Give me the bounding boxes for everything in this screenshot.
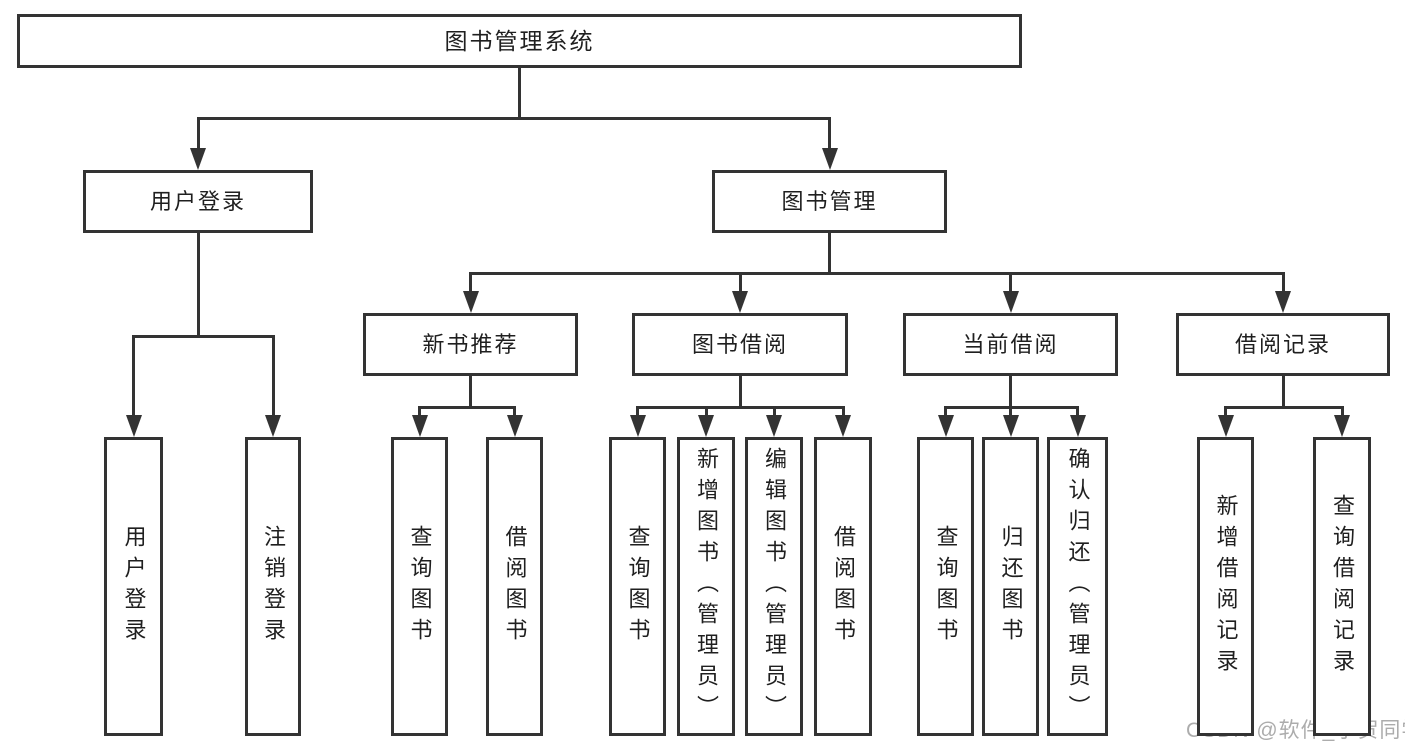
node-label: 查询图书 — [933, 524, 959, 649]
connector-line — [1224, 405, 1344, 409]
node-leaf-borrow-book-2: 借阅图书 — [814, 437, 872, 736]
arrowhead-down-icon — [821, 148, 838, 170]
node-label: 借阅记录 — [1234, 331, 1331, 357]
arrowhead-down-icon — [766, 415, 782, 437]
node-new-book-recommend: 新书推荐 — [363, 313, 578, 376]
connector-line — [1224, 407, 1227, 419]
connector-line — [704, 407, 708, 419]
connector-line — [271, 336, 275, 419]
node-label: 用户登录 — [121, 524, 147, 649]
connector-line — [132, 334, 275, 338]
node-system-root: 图书管理系统 — [17, 14, 1022, 68]
arrowhead-down-icon — [1069, 415, 1086, 437]
node-label: 查询图书 — [625, 524, 651, 649]
node-label: 查询图书 — [407, 524, 433, 649]
node-leaf-query-book-2: 查询图书 — [609, 437, 666, 736]
node-label: 注销登录 — [261, 524, 286, 649]
connector-line — [1009, 273, 1012, 295]
connector-line — [828, 233, 831, 275]
arrowhead-down-icon — [937, 415, 954, 437]
node-label: 归还图书 — [998, 524, 1024, 649]
connector-line — [513, 407, 516, 419]
node-label: 用户登录 — [149, 188, 246, 214]
connector-line — [738, 273, 742, 295]
node-leaf-user-login: 用户登录 — [104, 437, 163, 736]
arrowhead-down-icon — [835, 415, 851, 437]
node-label: 新书推荐 — [422, 331, 519, 357]
connector-line — [469, 271, 1285, 275]
node-leaf-add-book-admin: 新增图书（管理员） — [677, 437, 735, 736]
node-label: 借阅图书 — [502, 524, 528, 649]
node-label: 新增借阅记录 — [1213, 493, 1239, 680]
arrowhead-down-icon — [462, 291, 479, 313]
node-label: 借阅图书 — [831, 524, 856, 649]
connector-line — [1076, 407, 1079, 419]
node-label: 编辑图书（管理员） — [762, 447, 787, 726]
connector-line — [196, 116, 831, 120]
arrowhead-down-icon — [732, 291, 748, 313]
node-leaf-confirm-return: 确认归还（管理员） — [1047, 437, 1108, 736]
node-label: 图书管理 — [781, 188, 878, 214]
connector-line — [828, 118, 831, 152]
connector-line — [196, 118, 200, 152]
connector-line — [469, 273, 472, 295]
connector-line — [772, 407, 776, 419]
connector-line — [518, 68, 521, 120]
arrowhead-down-icon — [1275, 291, 1291, 313]
node-leaf-logout: 注销登录 — [245, 437, 301, 736]
arrowhead-down-icon — [629, 415, 646, 437]
node-label: 新增图书（管理员） — [694, 447, 719, 726]
node-leaf-add-borrow-record: 新增借阅记录 — [1197, 437, 1254, 736]
arrowhead-down-icon — [1217, 415, 1234, 437]
node-label: 确认归还（管理员） — [1065, 447, 1091, 726]
connector-line — [418, 407, 421, 419]
arrowhead-down-icon — [1334, 415, 1350, 437]
arrowhead-down-icon — [698, 415, 714, 437]
arrowhead-down-icon — [411, 415, 428, 437]
connector-line — [944, 407, 947, 419]
node-current-borrowing: 当前借阅 — [903, 313, 1118, 376]
arrowhead-down-icon — [506, 415, 523, 437]
node-label: 当前借阅 — [962, 331, 1059, 357]
connector-line — [418, 405, 516, 409]
arrowhead-down-icon — [190, 148, 206, 170]
node-leaf-query-book-3: 查询图书 — [917, 437, 974, 736]
node-book-borrowing: 图书借阅 — [632, 313, 848, 376]
connector-line — [1009, 376, 1012, 409]
connector-line — [738, 376, 742, 409]
node-label: 图书管理系统 — [444, 27, 595, 54]
node-leaf-edit-book-admin: 编辑图书（管理员） — [745, 437, 803, 736]
connector-line — [1281, 273, 1285, 295]
connector-line — [841, 407, 845, 419]
node-book-management-module: 图书管理 — [712, 170, 947, 233]
node-user-login-module: 用户登录 — [83, 170, 313, 233]
connector-line — [196, 233, 200, 338]
arrowhead-down-icon — [125, 415, 142, 437]
node-label: 图书借阅 — [691, 331, 788, 357]
node-leaf-query-book-1: 查询图书 — [391, 437, 448, 736]
node-borrowing-records: 借阅记录 — [1176, 313, 1390, 376]
node-leaf-return-book: 归还图书 — [982, 437, 1039, 736]
connector-line — [636, 405, 845, 409]
arrowhead-down-icon — [265, 415, 281, 437]
node-leaf-borrow-book-1: 借阅图书 — [486, 437, 543, 736]
node-leaf-query-borrow-record: 查询借阅记录 — [1313, 437, 1371, 736]
arrowhead-down-icon — [1002, 291, 1019, 313]
connector-line — [1281, 376, 1285, 409]
connector-line — [636, 407, 639, 419]
connector-line — [469, 376, 472, 409]
arrowhead-down-icon — [1002, 415, 1019, 437]
connector-line — [132, 336, 135, 419]
connector-line — [1009, 407, 1012, 419]
connector-line — [1340, 407, 1344, 419]
node-label: 查询借阅记录 — [1330, 493, 1355, 680]
